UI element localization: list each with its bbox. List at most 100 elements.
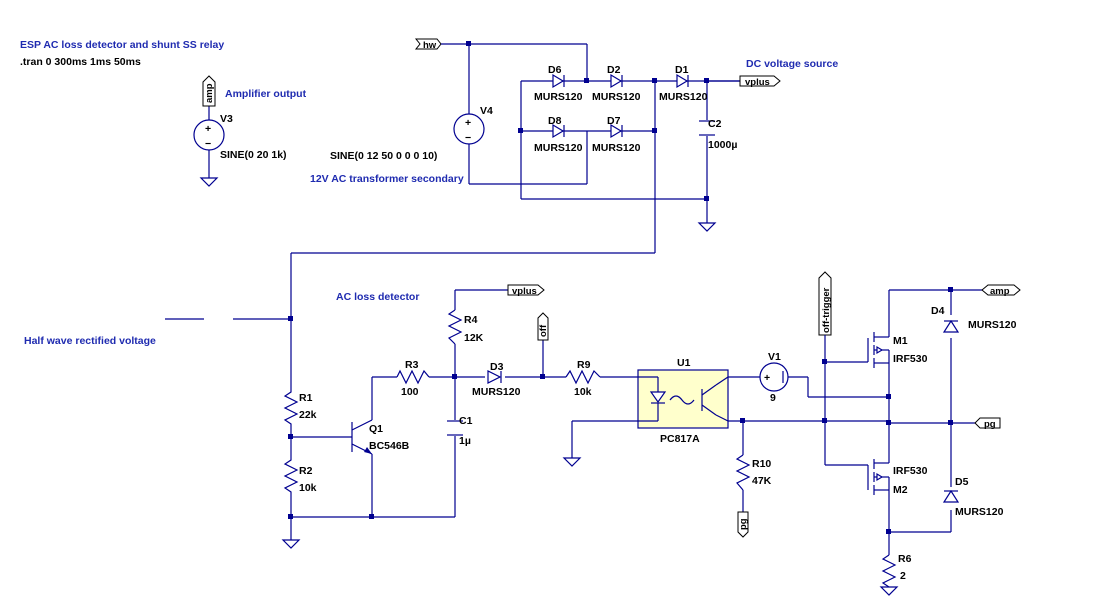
d3-value: MURS120 [472,386,521,398]
vplus-flag-mid[interactable]: vplus [507,284,545,297]
v3-ref: V3 [220,113,233,125]
diode-d2[interactable]: D2 MURS120 [592,64,641,103]
r9-ref: R9 [577,359,591,371]
q1-ref: Q1 [369,423,383,435]
ground-r6 [879,586,899,596]
v1-ref: V1 [768,351,781,363]
vplus-flag-mid-text: vplus [512,286,537,297]
v3-plus: + [205,123,211,135]
v3-value: SINE(0 20 1k) [220,149,287,161]
r2-value: 10k [299,482,317,494]
amp-flag-top[interactable]: amp [202,75,216,107]
d1-ref: D1 [675,64,689,76]
v1-value: 9 [770,392,776,404]
resistor-r2[interactable]: R2 10k [283,437,317,540]
off-trigger-flag[interactable]: off-trigger [818,271,832,336]
resistor-r4[interactable]: R4 12K [447,309,484,345]
d2-value: MURS120 [592,91,641,103]
d8-value: MURS120 [534,142,583,154]
d7-ref: D7 [607,115,621,127]
ac-loss-label: AC loss detector [336,291,419,303]
off-flag[interactable]: off [537,312,549,341]
c1-value: 1µ [459,435,471,447]
hw-flag[interactable]: hw [414,38,442,51]
v4-minus: − [465,132,471,144]
m2-ref: M2 [893,484,908,496]
pg-flag-bottom-text: pg [738,518,749,530]
resistor-r1[interactable]: R1 22k [283,388,317,437]
r6-value: 2 [900,570,906,582]
wires-detector [288,289,638,519]
diode-d1[interactable]: D1 MURS120 [659,64,708,103]
d1-value: MURS120 [659,91,708,103]
r6-ref: R6 [898,553,912,565]
r3-ref: R3 [405,359,419,371]
capacitor-c1[interactable]: C1 1µ [447,415,473,447]
v4-source[interactable]: + − V4 SINE(0 12 50 0 0 0 10) [330,105,493,162]
v4-value: SINE(0 12 50 0 0 0 10) [330,150,437,162]
ground-u1 [562,457,582,467]
r4-value: 12K [464,332,484,344]
diode-d5[interactable]: D5 MURS120 [942,476,1004,518]
v3-source[interactable]: + − V3 SINE(0 20 1k) [193,106,287,187]
optocoupler-u1[interactable]: U1 PC817A [637,357,729,445]
v4-ref: V4 [480,105,493,117]
diode-d7[interactable]: D7 MURS120 [592,115,641,154]
amp-flag-right-text: amp [990,286,1010,297]
resistor-r9[interactable]: R9 10k [565,359,601,398]
pg-flag-right[interactable]: pg [974,417,1001,430]
resistor-r10[interactable]: R10 47K [735,454,772,491]
d6-value: MURS120 [534,91,583,103]
amp-flag-top-text: amp [204,83,215,103]
hw-flag-text: hw [423,40,437,51]
wires-mosfet [822,287,988,555]
v4-plus: + [465,117,471,129]
diode-d8[interactable]: D8 MURS120 [534,115,583,154]
d2-ref: D2 [607,64,621,76]
r10-value: 47K [752,475,772,487]
ground-r2 [281,539,301,549]
c2-ref: C2 [708,118,722,130]
u1-ref: U1 [677,357,691,369]
v1-source[interactable]: + V1 9 [759,351,789,404]
d4-ref: D4 [931,305,945,317]
half-wave-label: Half wave rectified voltage [24,335,156,347]
r3-value: 100 [401,386,419,398]
d3-ref: D3 [490,361,504,373]
d7-value: MURS120 [592,142,641,154]
diode-d4[interactable]: D4 MURS120 [931,305,1017,333]
d4-value: MURS120 [968,319,1017,331]
pg-flag-right-text: pg [984,419,996,430]
resistor-r3[interactable]: R3 100 [396,359,430,398]
mosfet-m1[interactable]: M1 IRF530 [867,330,928,368]
c1-ref: C1 [459,415,473,427]
d6-ref: D6 [548,64,562,76]
m2-value: IRF530 [893,465,928,477]
vplus-flag-top-text: vplus [745,77,770,88]
r9-value: 10k [574,386,592,398]
u1-value: PC817A [660,433,700,445]
d5-ref: D5 [955,476,969,488]
resistor-r6[interactable]: R6 2 [881,553,912,588]
diode-d6[interactable]: D6 MURS120 [534,64,583,103]
m1-value: IRF530 [893,353,928,365]
q1-value: BC546B [369,440,410,452]
junctions-bridge [466,41,709,201]
r4-ref: R4 [464,314,478,326]
wires-bridge [441,43,740,253]
amplifier-output-label: Amplifier output [225,88,307,100]
vplus-flag-top[interactable]: vplus [707,75,781,88]
transistor-q1[interactable]: Q1 BC546B [351,419,410,455]
mosfet-m2[interactable]: IRF530 M2 [867,452,928,500]
ground-c2 [697,222,717,232]
r2-ref: R2 [299,465,313,477]
capacitor-c2[interactable]: C2 1000µ [699,118,737,151]
diode-d3[interactable]: D3 MURS120 [472,361,521,398]
pg-flag-bottom[interactable]: pg [737,511,749,538]
amp-flag-right[interactable]: amp [981,284,1021,297]
c2-value: 1000µ [708,139,737,151]
d8-ref: D8 [548,115,562,127]
m1-ref: M1 [893,335,908,347]
r1-value: 22k [299,409,317,421]
